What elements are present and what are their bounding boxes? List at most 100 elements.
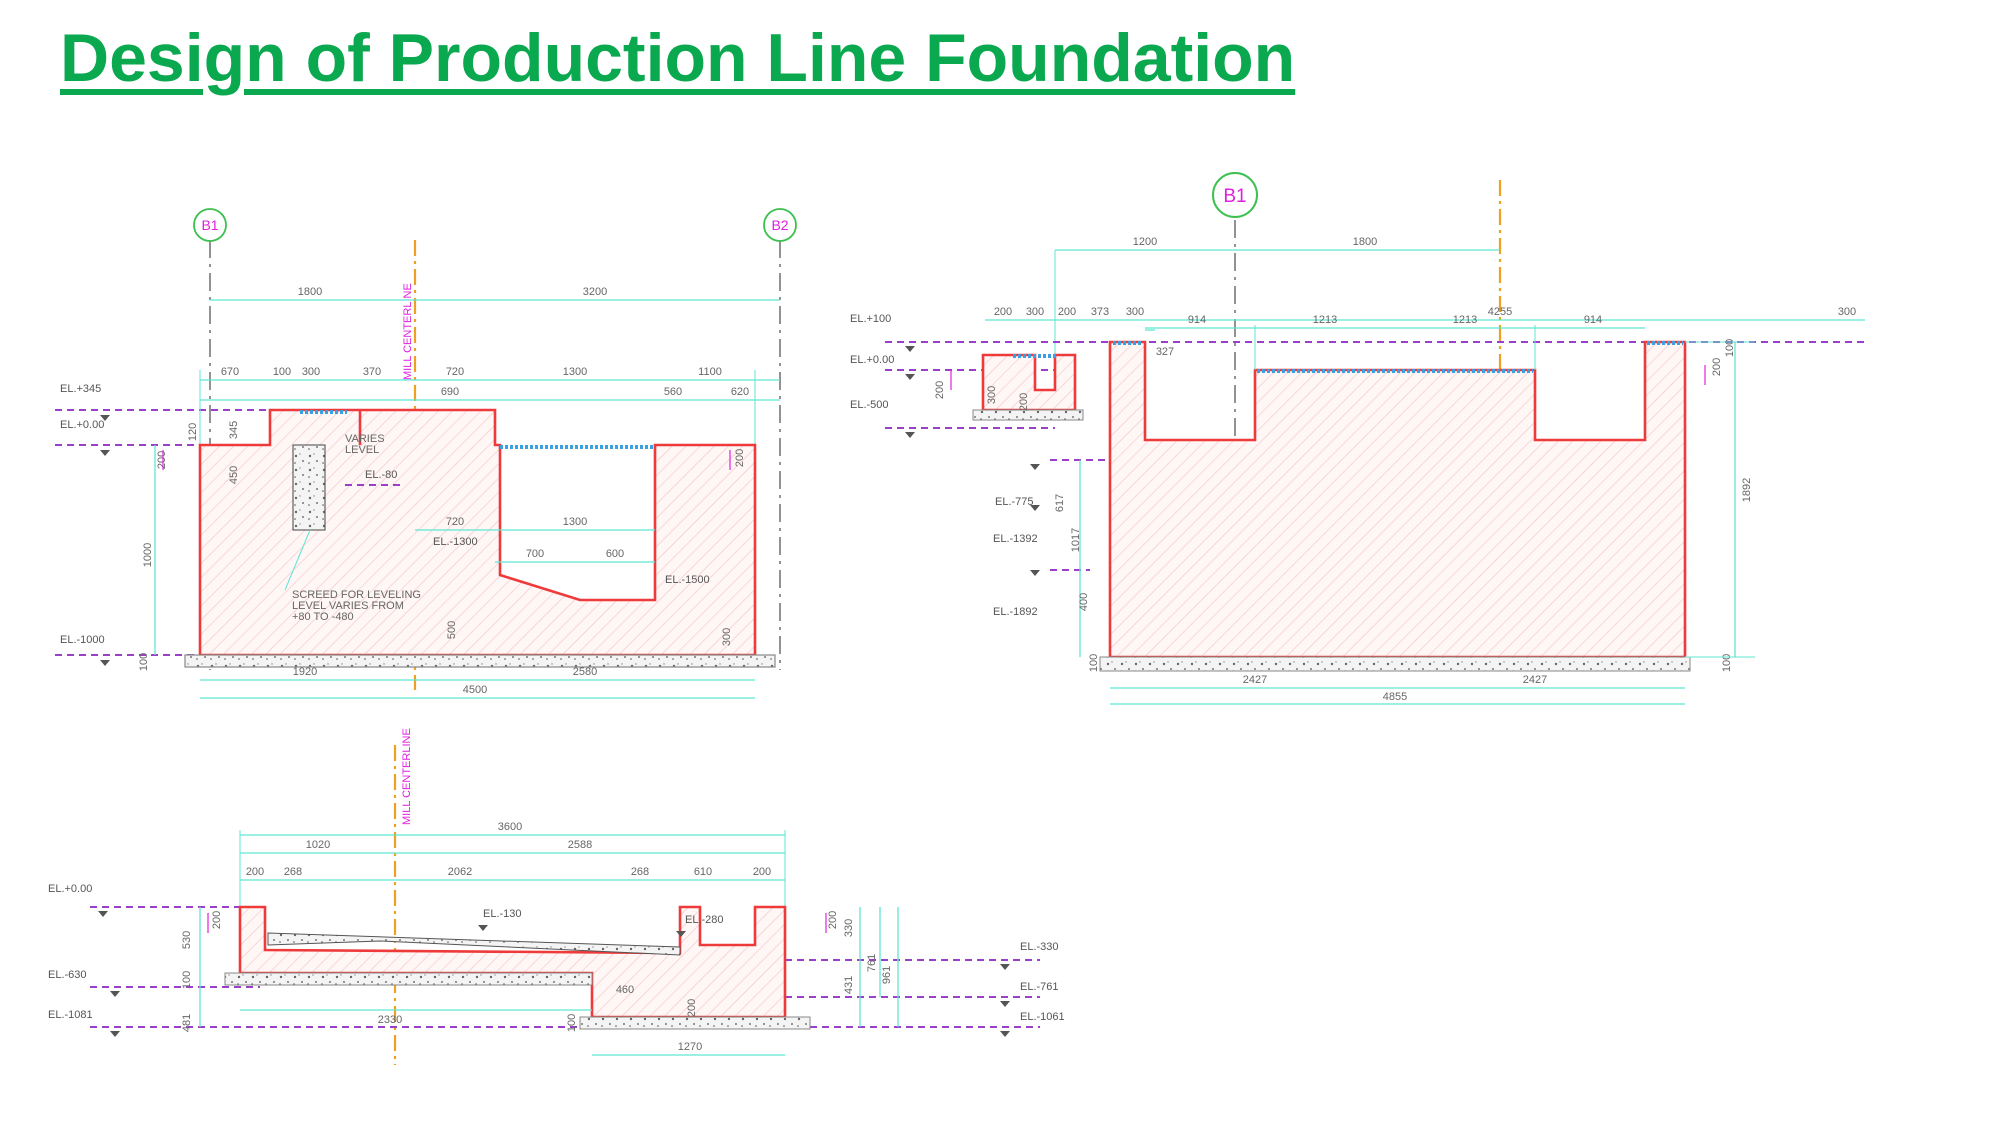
grid-label-b1: B1 bbox=[1223, 186, 1246, 207]
dimension-text: 431 bbox=[843, 976, 855, 994]
elevation-label: EL.+0.00 bbox=[850, 354, 894, 366]
dimension-text: 200 bbox=[994, 306, 1012, 318]
dimension-text: 560 bbox=[664, 386, 682, 398]
dimension-text: 330 bbox=[843, 919, 855, 937]
dimension-text: 3200 bbox=[583, 286, 607, 298]
dimension-text: 617 bbox=[1054, 494, 1066, 512]
dimension-text: 610 bbox=[694, 866, 712, 878]
dimension-text: 200 bbox=[1711, 358, 1723, 376]
elevation-label: EL.-775 bbox=[995, 496, 1034, 508]
note-screed: SCREED FOR LEVELING bbox=[292, 589, 421, 601]
dimension-text: 620 bbox=[731, 386, 749, 398]
elevation-label: EL.-1000 bbox=[60, 634, 105, 646]
dimension-text: 300 bbox=[1838, 306, 1856, 318]
elevation-label: EL.+345 bbox=[60, 383, 101, 395]
grid-bubble-b2 bbox=[763, 208, 797, 242]
dimension-text: 4255 bbox=[1488, 306, 1512, 318]
foundation-body-1 bbox=[198, 408, 757, 657]
dimension-text: 914 bbox=[1584, 314, 1602, 326]
grid-label-b1: B1 bbox=[201, 217, 218, 233]
dimension-text: 1920 bbox=[293, 666, 317, 678]
lean-concrete-left bbox=[224, 972, 593, 986]
dimension-text: 100 bbox=[566, 1014, 578, 1032]
dimension-text: 268 bbox=[631, 866, 649, 878]
grid-label-b2: B2 bbox=[771, 217, 788, 233]
note-varies: VARIES bbox=[345, 433, 385, 445]
dimension-text: 500 bbox=[446, 621, 458, 639]
dimension-text: 327 bbox=[1156, 346, 1174, 358]
dimension-text: 200 bbox=[1058, 306, 1076, 318]
mill-centerline-label: MILL CENTERLINE bbox=[402, 283, 414, 380]
dimension-text: 2062 bbox=[448, 866, 472, 878]
lean-concrete-right bbox=[579, 1016, 811, 1030]
dimension-text: 100 bbox=[181, 971, 193, 989]
dimension-text: 700 bbox=[526, 548, 544, 560]
dimension-text: 100 bbox=[138, 653, 150, 671]
dimension-text: 300 bbox=[302, 366, 320, 378]
drawing-section-2: B1 MILL CENTERLINE 1200 1800 200 300 200… bbox=[850, 172, 1865, 705]
dimension-text: 100 bbox=[1724, 339, 1736, 357]
dimension-text: 1300 bbox=[563, 516, 587, 528]
dimension-text: 1020 bbox=[306, 839, 330, 851]
elevation-label: EL.-630 bbox=[48, 969, 87, 981]
dimension-text: 1200 bbox=[1133, 236, 1157, 248]
dimension-text: 200 bbox=[246, 866, 264, 878]
dimension-text: 481 bbox=[181, 1014, 193, 1032]
dimension-text: 961 bbox=[881, 966, 893, 984]
dimension-text: 530 bbox=[181, 931, 193, 949]
trench-wall-left bbox=[981, 353, 1077, 412]
dimension-text: 3600 bbox=[498, 821, 522, 833]
grid-bubble-b1 bbox=[1212, 172, 1258, 218]
dimension-text: 2427 bbox=[1523, 674, 1547, 686]
dimension-text: 1892 bbox=[1741, 478, 1753, 502]
dimension-text: 200 bbox=[211, 911, 223, 929]
dimension-text: 200 bbox=[753, 866, 771, 878]
screed-layer bbox=[267, 932, 681, 956]
elevation-label: EL.+0.00 bbox=[60, 419, 104, 431]
elevation-label: EL.+100 bbox=[850, 313, 891, 325]
dimension-text: 1800 bbox=[1353, 236, 1377, 248]
dimension-text: 200 bbox=[686, 999, 698, 1017]
elevation-label: EL.-80 bbox=[365, 469, 397, 481]
lean-concrete-base bbox=[184, 654, 776, 668]
elevation-label: EL.-1081 bbox=[48, 1009, 93, 1021]
elevation-label: EL.-761 bbox=[1020, 981, 1059, 993]
dimension-text: 690 bbox=[441, 386, 459, 398]
dimension-text: 1000 bbox=[142, 543, 154, 567]
elevation-label: EL.-1500 bbox=[665, 574, 710, 586]
elevation-label: EL.-1061 bbox=[1020, 1011, 1065, 1023]
dimension-text: 200 bbox=[1018, 393, 1030, 411]
dimension-text: 300 bbox=[1126, 306, 1144, 318]
dimension-text: 1100 bbox=[698, 366, 722, 378]
dimension-text: 300 bbox=[986, 386, 998, 404]
dimension-text: 100 bbox=[1721, 654, 1733, 672]
elevation-label: EL.+0.00 bbox=[48, 883, 92, 895]
dimension-text: 670 bbox=[221, 366, 239, 378]
dimension-text: 1270 bbox=[678, 1041, 702, 1053]
drawing-section-1: B1 B2 MILL CENTERLINE EL.+345 EL.+0.00 E… bbox=[55, 208, 797, 699]
note-screed: LEVEL VARIES FROM bbox=[292, 600, 404, 612]
note-varies: LEVEL bbox=[345, 444, 379, 456]
dimension-text: 370 bbox=[363, 366, 381, 378]
dimension-text: 1017 bbox=[1070, 528, 1082, 552]
screed-pocket bbox=[292, 444, 326, 531]
dimension-text: 268 bbox=[284, 866, 302, 878]
elevation-label: EL.-330 bbox=[1020, 941, 1059, 953]
dimension-text: 200 bbox=[734, 449, 746, 467]
dimension-text: 460 bbox=[616, 984, 634, 996]
dimension-text: 300 bbox=[721, 628, 733, 646]
dimension-text: 1213 bbox=[1313, 314, 1337, 326]
dimension-text: 2588 bbox=[568, 839, 592, 851]
dimension-text: 300 bbox=[1026, 306, 1044, 318]
dimension-text: 450 bbox=[228, 466, 240, 484]
dimension-text: 4855 bbox=[1383, 691, 1407, 703]
dimension-text: 2580 bbox=[573, 666, 597, 678]
grid-bubble-b1 bbox=[193, 208, 227, 242]
page-title: Design of Production Line Foundation bbox=[60, 20, 1296, 96]
dimension-text: 200 bbox=[827, 911, 839, 929]
dimension-text: 4500 bbox=[463, 684, 487, 696]
foundation-body-2 bbox=[1108, 340, 1687, 659]
elevation-label: EL.-280 bbox=[685, 914, 724, 926]
dimension-text: 100 bbox=[1088, 654, 1100, 672]
elevation-label: EL.-500 bbox=[850, 399, 889, 411]
